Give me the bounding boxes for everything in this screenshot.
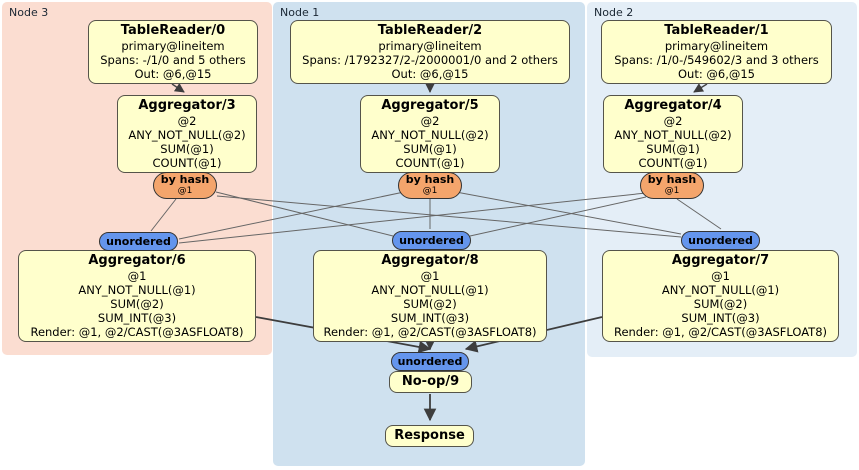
box-line: SUM(@1) xyxy=(160,142,214,156)
box-line: Spans: -/1/0 and 5 others xyxy=(100,53,246,67)
box-line: ANY_NOT_NULL(@1) xyxy=(371,283,489,297)
response-box: Response xyxy=(385,425,474,447)
box-title: Aggregator/4 xyxy=(624,98,722,113)
edge-tr1-agg4 xyxy=(693,83,708,93)
box-line: ANY_NOT_NULL(@2) xyxy=(614,128,732,142)
edge-hashR-unR xyxy=(676,198,722,230)
box-line: SUM_INT(@3) xyxy=(681,311,760,325)
by-hash-router-right: by hash @1 xyxy=(640,172,704,199)
box-line: COUNT(@1) xyxy=(395,156,465,170)
unordered-sync-final: unordered xyxy=(391,352,469,371)
edge-hashR-unM xyxy=(469,196,647,237)
box-line: @1 xyxy=(127,269,147,283)
box-line: ANY_NOT_NULL(@2) xyxy=(371,128,489,142)
box-line: Out: @6,@15 xyxy=(391,67,469,81)
box-line: Render: @1, @2/CAST(@3ASFLOAT8) xyxy=(30,325,244,339)
box-title: Response xyxy=(394,428,465,443)
box-title: Aggregator/7 xyxy=(671,253,770,268)
box-line: Out: @6,@15 xyxy=(678,67,755,81)
box-line: SUM_INT(@3) xyxy=(97,311,177,325)
box-line: Render: @1, @2/CAST(@3ASFLOAT8) xyxy=(323,325,537,339)
router-label: by hash xyxy=(405,173,455,186)
box-line: SUM(@1) xyxy=(646,142,700,156)
region-label-node-1: Node 1 xyxy=(280,6,320,19)
box-line: SUM(@2) xyxy=(110,297,164,311)
edge-tr0-agg3 xyxy=(171,83,185,93)
box-line: Render: @1, @2/CAST(@3ASFLOAT8) xyxy=(613,325,828,339)
edge-hashL-unL xyxy=(150,198,177,232)
box-line: COUNT(@1) xyxy=(152,156,222,170)
box-line: SUM(@2) xyxy=(693,297,748,311)
box-title: Aggregator/5 xyxy=(381,98,479,113)
box-line: primary@lineitem xyxy=(121,39,225,53)
box-line: Out: @6,@15 xyxy=(134,67,212,81)
box-line: primary@lineitem xyxy=(664,39,769,53)
region-label-node-2: Node 2 xyxy=(594,6,634,19)
box-line: COUNT(@1) xyxy=(638,156,708,170)
by-hash-router-middle: by hash @1 xyxy=(398,172,462,199)
box-line: @1 xyxy=(711,269,730,283)
edge-hashM-unL xyxy=(178,191,405,240)
box-line: @2 xyxy=(177,114,197,128)
box-line: SUM_INT(@3) xyxy=(390,311,470,325)
box-line: ANY_NOT_NULL(@1) xyxy=(661,283,780,297)
box-line: Spans: /1/0-/549602/3 and 3 others xyxy=(614,53,819,67)
router-hash-columns: @1 xyxy=(664,186,680,196)
box-line: @2 xyxy=(663,114,683,128)
edge-hashL-unR xyxy=(216,195,682,238)
router-label: by hash xyxy=(647,173,697,186)
unordered-sync-middle: unordered xyxy=(392,231,471,250)
noop-9-box: No-op/9 xyxy=(389,371,472,393)
box-line: primary@lineitem xyxy=(378,39,482,53)
edge-hashL-unM xyxy=(215,191,394,237)
box-title: Aggregator/6 xyxy=(88,253,186,268)
unordered-sync-left: unordered xyxy=(99,232,178,251)
box-line: @2 xyxy=(420,114,440,128)
by-hash-router-left: by hash @1 xyxy=(153,172,217,199)
box-line: ANY_NOT_NULL(@1) xyxy=(78,283,196,297)
box-line: @1 xyxy=(420,269,440,283)
region-label-node-3: Node 3 xyxy=(9,6,49,19)
box-title: Aggregator/3 xyxy=(138,98,236,113)
box-title: TableReader/1 xyxy=(664,23,769,38)
router-hash-columns: @1 xyxy=(422,186,438,196)
router-hash-columns: @1 xyxy=(177,186,193,196)
box-line: ANY_NOT_NULL(@2) xyxy=(128,128,246,142)
router-label: by hash xyxy=(160,173,210,186)
box-title: No-op/9 xyxy=(401,374,460,389)
edge-hashM-unR xyxy=(455,191,682,235)
box-title: TableReader/0 xyxy=(120,23,226,38)
edge-hashR-unL xyxy=(178,192,647,244)
box-line: SUM(@1) xyxy=(403,142,457,156)
unordered-sync-right: unordered xyxy=(681,231,760,250)
box-title: TableReader/2 xyxy=(377,23,483,38)
box-line: SUM(@2) xyxy=(403,297,457,311)
box-line: Spans: /1792327/2-/2000001/0 and 2 other… xyxy=(302,53,558,67)
box-title: Aggregator/8 xyxy=(381,253,479,268)
